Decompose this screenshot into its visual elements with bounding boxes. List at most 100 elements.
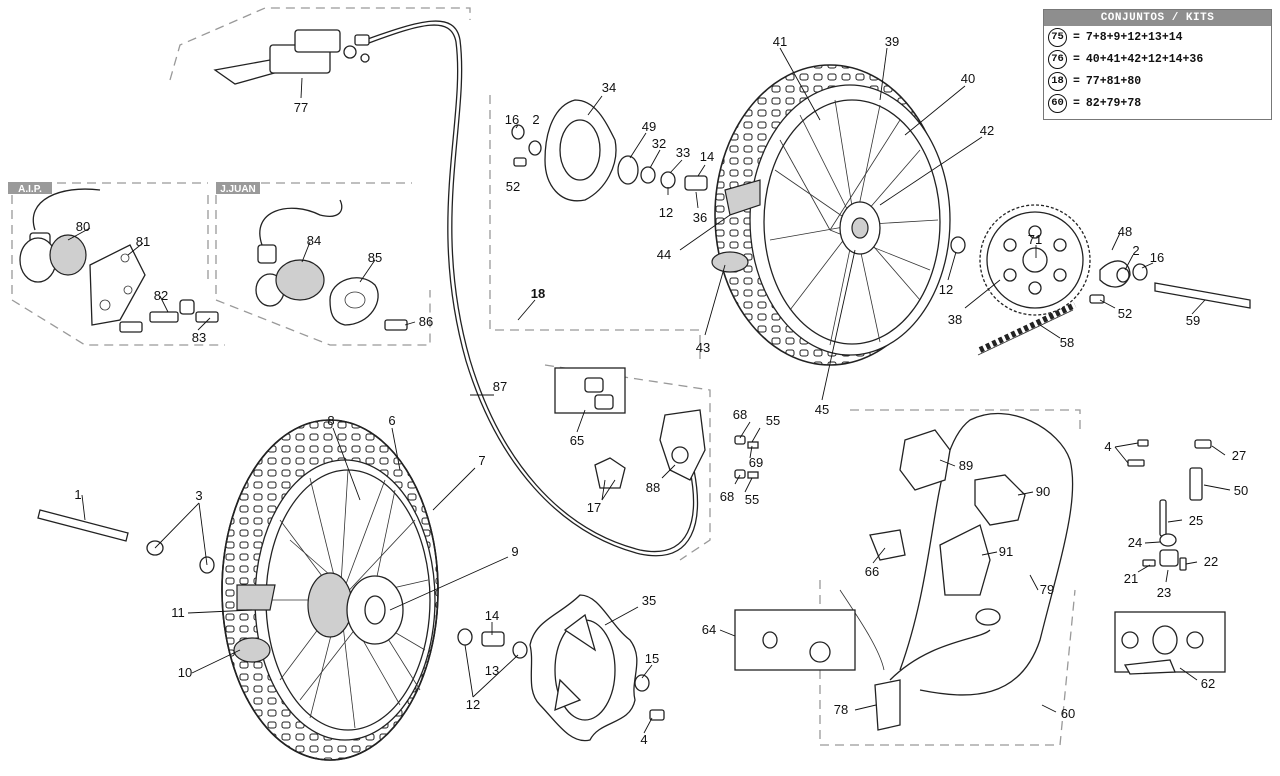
callout-77: 77 <box>294 100 308 115</box>
master-cylinder-77 <box>213 29 370 85</box>
callout-24: 24 <box>1128 535 1142 550</box>
callout-86: 86 <box>419 314 433 329</box>
callout-71: 71 <box>1028 232 1042 247</box>
callout-68-top: 68 <box>733 407 747 422</box>
callout-45: 45 <box>815 402 829 417</box>
callout-84: 84 <box>307 233 321 248</box>
callout-58: 58 <box>1060 335 1074 350</box>
sprocket-38 <box>950 204 1091 316</box>
callout-4-front: 4 <box>640 732 647 747</box>
chain-58 <box>977 302 1077 356</box>
callout-2-sprocket: 2 <box>1132 243 1139 258</box>
callout-38: 38 <box>948 312 962 327</box>
rear-wheel <box>711 64 951 366</box>
callout-10: 10 <box>178 665 192 680</box>
callout-12-sprocket: 12 <box>939 282 953 297</box>
kit-number: 75 <box>1048 27 1067 47</box>
kit-row: 60 = 82+79+78 <box>1044 92 1271 114</box>
rear-axle-59 <box>1089 260 1251 309</box>
callout-87: 87 <box>493 379 507 394</box>
callout-55-top: 55 <box>766 413 780 428</box>
panel-tag-jjuan: J.JUAN <box>220 184 256 195</box>
switch-jjuan <box>255 199 408 331</box>
callout-69: 69 <box>749 455 763 470</box>
callout-41: 41 <box>773 34 787 49</box>
callout-82: 82 <box>154 288 168 303</box>
kit-parts: 40+41+42+12+14+36 <box>1085 52 1204 66</box>
front-caliper-group <box>734 429 1026 731</box>
callout-7: 7 <box>478 453 485 468</box>
callout-50: 50 <box>1234 483 1248 498</box>
callout-21: 21 <box>1124 571 1138 586</box>
front-wheel <box>221 419 439 761</box>
callout-49: 49 <box>642 119 656 134</box>
callout-85: 85 <box>368 250 382 265</box>
callout-36: 36 <box>693 210 707 225</box>
kit-row: 76 = 40+41+42+12+14+36 <box>1044 48 1271 70</box>
kit-number: 18 <box>1048 71 1067 91</box>
kit-equals: = <box>1073 52 1080 66</box>
callout-83: 83 <box>192 330 206 345</box>
kit-parts: 77+81+80 <box>1085 74 1142 88</box>
callout-22: 22 <box>1204 554 1218 569</box>
callout-labels: 77 1 3 6 8 7 9 11 10 14 13 12 35 15 4 17… <box>74 34 1248 747</box>
panel-tag-aip: A.I.P. <box>18 184 42 195</box>
callout-91: 91 <box>999 544 1013 559</box>
callout-4-right: 4 <box>1104 439 1111 454</box>
kit-number: 60 <box>1048 93 1067 113</box>
callout-17: 17 <box>587 500 601 515</box>
callout-88: 88 <box>646 480 660 495</box>
callout-18: 18 <box>531 286 545 301</box>
callout-15: 15 <box>645 651 659 666</box>
kit-parts: 7+8+9+12+13+14 <box>1085 30 1183 44</box>
callout-8: 8 <box>327 413 334 428</box>
callout-78: 78 <box>834 702 848 717</box>
callout-60: 60 <box>1061 706 1075 721</box>
callout-48: 48 <box>1118 224 1132 239</box>
callout-27: 27 <box>1232 448 1246 463</box>
callout-33: 33 <box>676 145 690 160</box>
callout-43: 43 <box>696 340 710 355</box>
callout-12-rear: 12 <box>659 205 673 220</box>
callout-40: 40 <box>961 71 975 86</box>
callout-25: 25 <box>1189 513 1203 528</box>
front-hub-parts <box>457 628 665 721</box>
callout-35: 35 <box>642 593 656 608</box>
callout-66: 66 <box>865 564 879 579</box>
kit-row: 18 = 77+81+80 <box>1044 70 1271 92</box>
callout-34: 34 <box>602 80 616 95</box>
rear-caliper-88 <box>554 367 759 489</box>
kit-parts: 82+79+78 <box>1085 96 1142 110</box>
callout-3: 3 <box>195 488 202 503</box>
callout-59: 59 <box>1186 313 1200 328</box>
callout-32: 32 <box>652 136 666 151</box>
callout-90: 90 <box>1036 484 1050 499</box>
callout-11: 11 <box>171 605 185 620</box>
front-disc-35 <box>529 594 638 742</box>
panel-tags: A.I.P. J.JUAN <box>8 182 260 195</box>
callout-65: 65 <box>570 433 584 448</box>
right-small-parts <box>1114 439 1226 675</box>
callout-62: 62 <box>1201 676 1215 691</box>
kit-equals: = <box>1073 96 1080 110</box>
callout-64: 64 <box>702 622 716 637</box>
callout-79: 79 <box>1040 582 1054 597</box>
callout-80: 80 <box>76 219 90 234</box>
front-axle-1 <box>37 509 215 574</box>
kit-equals: = <box>1073 30 1080 44</box>
switch-aip <box>19 188 219 333</box>
kits-legend-title: CONJUNTOS / KITS <box>1044 10 1271 26</box>
kit-number: 76 <box>1048 49 1067 69</box>
callout-13: 13 <box>485 663 499 678</box>
brake-hose <box>364 20 1074 696</box>
callout-55-bottom: 55 <box>745 492 759 507</box>
kit-equals: = <box>1073 74 1080 88</box>
callout-14-rear: 14 <box>700 149 714 164</box>
callout-14-front: 14 <box>485 608 499 623</box>
callout-68-bottom: 68 <box>720 489 734 504</box>
callout-16-rear: 16 <box>505 112 519 127</box>
callout-23: 23 <box>1157 585 1171 600</box>
callout-89: 89 <box>959 458 973 473</box>
